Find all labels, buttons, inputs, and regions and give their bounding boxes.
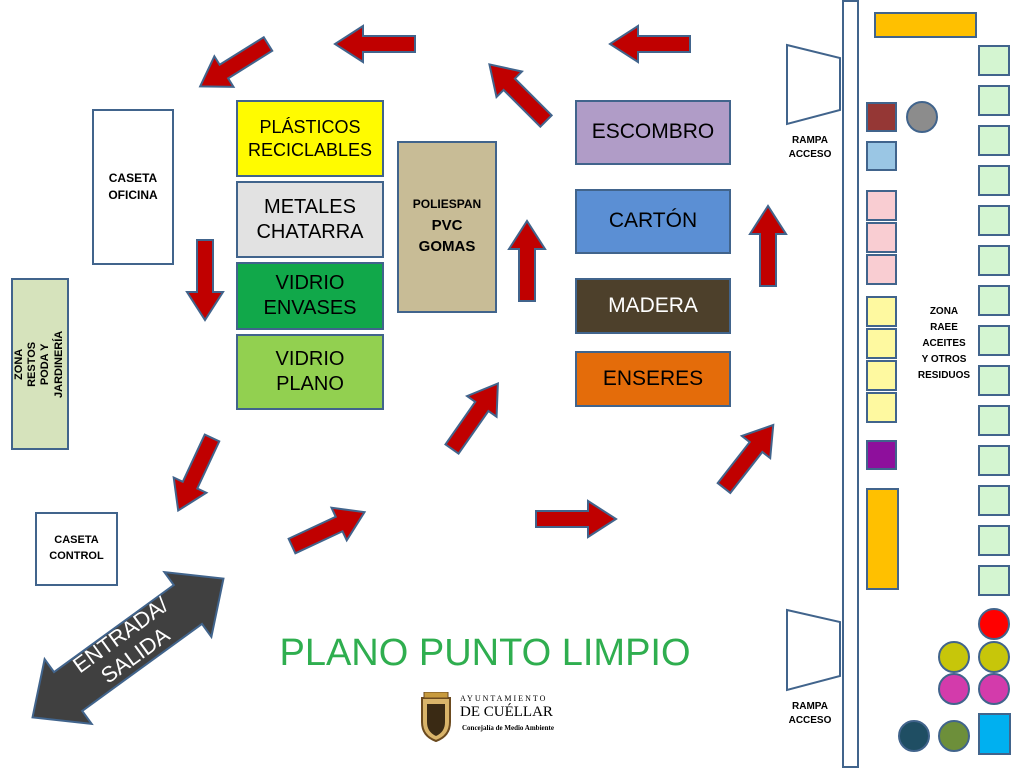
container-vidrio-plano: VIDRIO PLANO — [236, 334, 384, 410]
pink-container — [866, 222, 897, 253]
flow-arrow — [535, 500, 617, 538]
caseta-oficina: CASETA OFICINA — [92, 109, 174, 265]
raee-container — [978, 525, 1010, 556]
light-blue-container — [866, 141, 897, 171]
container-madera: MADERA — [575, 278, 731, 334]
raee-container — [978, 165, 1010, 196]
flow-arrow — [160, 429, 230, 520]
pink-container — [866, 190, 897, 221]
purple-container — [866, 440, 897, 470]
flow-arrow — [186, 239, 224, 321]
flow-arrow — [334, 25, 416, 63]
yellow-container — [866, 328, 897, 359]
raee-container — [978, 445, 1010, 476]
page-title: PLANO PUNTO LIMPIO — [279, 632, 691, 674]
zona-restos-poda-label: ZONA RESTOS PODA Y JARDINERÍA — [13, 330, 66, 398]
magenta-bin — [938, 673, 970, 705]
flow-arrow — [283, 494, 374, 564]
green-bin — [938, 720, 970, 752]
flow-arrow — [436, 372, 514, 461]
raee-container — [978, 205, 1010, 236]
container-escombro: ESCOMBRO — [575, 100, 731, 165]
raee-container — [978, 565, 1010, 596]
logo-line3: Concejalía de Medio Ambiente — [462, 724, 554, 732]
raee-container — [978, 325, 1010, 356]
red-bin — [978, 608, 1010, 640]
container-carton: CARTÓN — [575, 189, 731, 254]
rampa-acceso-bottom-label: RAMPA ACCESO — [788, 701, 832, 726]
olive-bin — [938, 641, 970, 673]
container-metales: METALES CHATARRA — [236, 181, 384, 258]
zona-raee-label: ZONA RAEE ACEITES Y OTROS RESIDUOS — [917, 306, 971, 381]
flow-arrow — [475, 50, 560, 135]
zona-restos-poda: ZONA RESTOS PODA Y JARDINERÍA — [11, 278, 69, 450]
flow-arrow — [708, 412, 789, 501]
rampa-acceso-top-label: RAMPA ACCESO — [788, 135, 832, 160]
yellow-container — [866, 296, 897, 327]
top-orange-container — [874, 12, 977, 38]
rampa-top-shape — [786, 43, 841, 126]
gray-bin — [906, 101, 938, 133]
raee-container — [978, 485, 1010, 516]
container-poliespan: POLIESPAN PVC GOMAS — [397, 141, 497, 313]
entrada-salida-arrow — [31, 570, 225, 726]
raee-container — [978, 285, 1010, 316]
access-road — [842, 0, 859, 768]
flow-arrow — [609, 25, 691, 63]
logo-line1: AYUNTAMIENTO — [460, 694, 548, 703]
rampa-bottom-shape — [786, 608, 841, 692]
raee-container — [978, 405, 1010, 436]
container-vidrio-envases: VIDRIO ENVASES — [236, 262, 384, 330]
dark-red-container — [866, 102, 897, 132]
blue-container — [978, 713, 1011, 755]
crest-icon — [421, 692, 451, 742]
dark-teal-bin — [898, 720, 930, 752]
logo: AYUNTAMIENTO DE CUÉLLAR Concejalía de Me… — [418, 692, 578, 742]
container-enseres: ENSERES — [575, 351, 731, 407]
pink-container — [866, 254, 897, 285]
container-plasticos: PLÁSTICOS RECICLABLES — [236, 100, 384, 177]
poliespan-label: POLIESPAN — [412, 197, 482, 211]
pvc-gomas-label: PVC GOMAS — [418, 217, 476, 255]
flow-arrow — [508, 220, 546, 302]
flow-arrow — [749, 205, 787, 287]
olive-bin — [978, 641, 1010, 673]
magenta-bin — [978, 673, 1010, 705]
raee-container — [978, 45, 1010, 76]
raee-container — [978, 125, 1010, 156]
yellow-container — [866, 360, 897, 391]
flow-arrow — [189, 27, 279, 103]
tall-orange-container — [866, 488, 899, 590]
caseta-control: CASETA CONTROL — [35, 512, 118, 586]
logo-line2: DE CUÉLLAR — [460, 704, 553, 720]
yellow-container — [866, 392, 897, 423]
raee-container — [978, 245, 1010, 276]
raee-container — [978, 365, 1010, 396]
raee-container — [978, 85, 1010, 116]
